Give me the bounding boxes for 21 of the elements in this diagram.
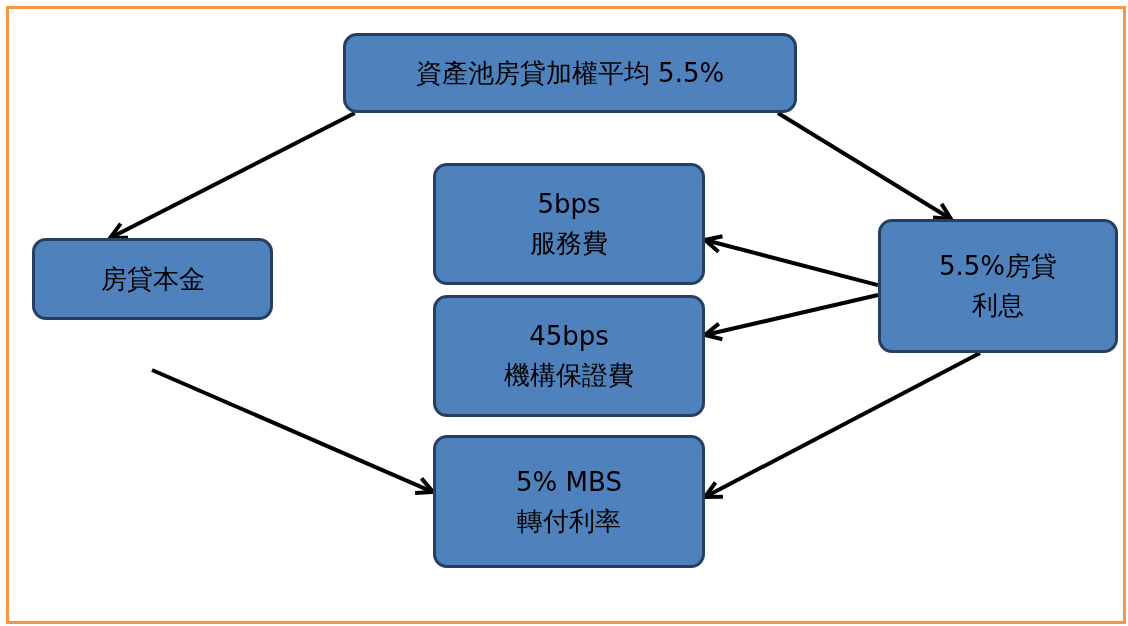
arrow xyxy=(108,111,356,240)
process-box xyxy=(433,295,705,417)
process-box xyxy=(433,435,705,568)
box-text: 5.5%房貸利息 xyxy=(937,250,1059,322)
box-text: 5bps xyxy=(537,188,601,221)
box-text: 服務費 xyxy=(530,227,608,260)
process-box xyxy=(32,238,273,320)
box-text: 資產池房貸加權平均 5.5% xyxy=(415,56,725,90)
process-box xyxy=(343,33,797,113)
arrow xyxy=(151,368,435,495)
arrow xyxy=(776,111,953,221)
box-text: 房貸本金 xyxy=(100,262,205,296)
arrow xyxy=(703,234,879,287)
box-text: 5% MBS xyxy=(516,465,622,499)
process-box xyxy=(878,219,1118,353)
box-text: 機構保證費 xyxy=(504,359,634,392)
box-text: 轉付利率 xyxy=(517,504,621,538)
arrow xyxy=(703,293,879,342)
arrow xyxy=(703,351,981,499)
box-text: 45bps xyxy=(529,320,609,353)
process-box xyxy=(433,163,705,285)
